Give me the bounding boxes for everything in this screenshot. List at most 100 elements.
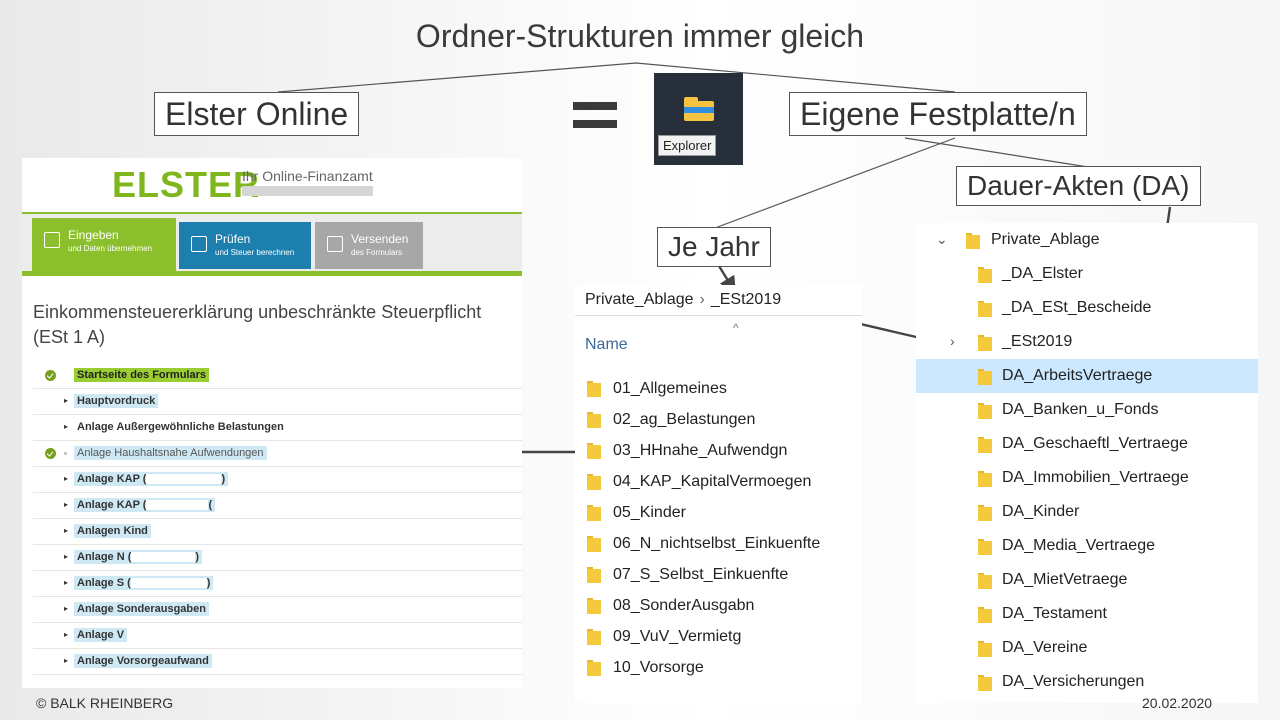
form-nav-item[interactable]: ▸ Anlage S () (33, 571, 522, 597)
form-nav-item[interactable]: ▸ Anlage KAP (( (33, 493, 522, 519)
form-nav-item[interactable]: ▸ Anlage V (33, 623, 522, 649)
folder-icon (978, 641, 992, 657)
chevron-down-icon[interactable]: ⌄ (936, 231, 948, 247)
tree-item[interactable]: DA_MietVetraege (916, 563, 1258, 597)
slide-title: Ordner-Strukturen immer gleich (415, 18, 865, 54)
folder-icon (978, 369, 992, 385)
expand-triangle-icon[interactable]: ▸ (64, 630, 69, 639)
redacted-bar (131, 552, 196, 563)
form-nav-item[interactable]: ▸ Anlage Vorsorgeaufwand (33, 649, 522, 675)
tree-item[interactable]: DA_Media_Vertraege (916, 529, 1258, 563)
tree-item-label: DA_Versicherungen (1002, 673, 1145, 690)
expand-triangle-icon[interactable]: ▸ (64, 500, 69, 509)
form-nav-item[interactable]: ▸ Anlage KAP () (33, 467, 522, 493)
tree-item[interactable]: DA_Kinder (916, 495, 1258, 529)
folder-name: 03_HHnahe_Aufwendgn (613, 442, 788, 459)
expand-triangle-icon[interactable]: ▸ (64, 526, 69, 535)
send-mail-icon (327, 236, 343, 252)
step-pruefen-button[interactable]: Prüfen und Steuer berechnen (179, 222, 311, 269)
tree-item[interactable]: DA_Testament (916, 597, 1258, 631)
folder-icon (587, 567, 601, 583)
folder-icon (587, 536, 601, 552)
expand-triangle-icon[interactable]: ▸ (64, 396, 69, 405)
redacted-bar (242, 186, 373, 196)
label-je-jahr: Je Jahr (657, 227, 771, 267)
form-nav-label[interactable]: Anlage N () (74, 550, 203, 564)
equals-sign (573, 102, 617, 138)
tree-item-label: _ESt2019 (1002, 333, 1073, 350)
tree-item[interactable]: › _ESt2019 (916, 325, 1258, 359)
form-nav-label[interactable]: Anlage Außergewöhnliche Belastungen (77, 421, 284, 433)
step-title: Prüfen (215, 232, 251, 246)
form-nav-label-text: Anlage N ( (77, 551, 132, 563)
folder-icon (587, 505, 601, 521)
form-nav-item[interactable]: ▸ Hauptvordruck (33, 389, 522, 415)
folder-icon (978, 573, 992, 589)
step-title: Eingeben (68, 228, 119, 242)
explorer-year-window: Private_Ablage›_ESt2019 ^ Name 01_Allgem… (575, 285, 862, 703)
tree-item-root[interactable]: ⌄ Private_Ablage (916, 223, 1258, 257)
expand-triangle-icon[interactable]: ▸ (64, 656, 69, 665)
folder-icon (978, 607, 992, 623)
form-nav-label[interactable]: Anlage KAP (( (74, 498, 216, 512)
form-nav-item[interactable]: ▸ Anlage Sonderausgaben (33, 597, 522, 623)
tree-item[interactable]: DA_Banken_u_Fonds (916, 393, 1258, 427)
column-header-name[interactable]: Name (585, 336, 628, 353)
form-nav-label-suffix: ) (206, 577, 211, 589)
form-nav-label[interactable]: Anlage KAP () (74, 472, 229, 486)
elster-panel: ELSTER Ihr Online-Finanzamt Eingeben und… (22, 158, 522, 688)
expand-triangle-icon[interactable]: ▸ (64, 578, 69, 587)
breadcrumb-item[interactable]: _ESt2019 (710, 291, 782, 308)
form-nav-label[interactable]: Anlage V (74, 628, 128, 642)
step-versenden-button[interactable]: Versenden des Formulars (315, 222, 423, 269)
check-icon (45, 448, 56, 459)
tree-item[interactable]: DA_Geschaeftl_Vertraege (916, 427, 1258, 461)
expand-triangle-icon[interactable]: ▸ (64, 604, 69, 613)
tree-item[interactable]: DA_Immobilien_Vertraege (916, 461, 1258, 495)
chevron-right-icon[interactable]: › (950, 333, 955, 349)
label-eigene-festplatte: Eigene Festplatte/n (789, 92, 1087, 137)
folder-icon (587, 598, 601, 614)
form-nav-item[interactable]: ▸ Anlagen Kind (33, 519, 522, 545)
chevron-right-icon[interactable]: › (699, 291, 705, 308)
form-nav-label[interactable]: Hauptvordruck (74, 394, 159, 408)
tree-item-label: Private_Ablage (991, 231, 1100, 248)
form-nav-label[interactable]: Anlage Haushaltsnahe Aufwendungen (74, 446, 267, 460)
tree-item[interactable]: _DA_ESt_Bescheide (916, 291, 1258, 325)
footer-date: 20.02.2020 (1142, 695, 1213, 711)
folder-icon (978, 301, 992, 317)
tree-item-label: DA_Vereine (1002, 639, 1088, 656)
folder-icon (587, 381, 601, 397)
footer-copyright: © BALK RHEINBERG (36, 695, 174, 711)
step-eingeben-button[interactable]: Eingeben und Daten übernehmen (32, 218, 176, 272)
form-nav-label[interactable]: Anlagen Kind (74, 524, 151, 538)
tree-item-label: DA_Banken_u_Fonds (1002, 401, 1159, 418)
tree-item[interactable]: _DA_Elster (916, 257, 1258, 291)
breadcrumb-item[interactable]: Private_Ablage (585, 291, 694, 308)
folder-icon (978, 403, 992, 419)
tree-item[interactable]: DA_Versicherungen (916, 665, 1258, 699)
form-nav-label[interactable]: Startseite des Formulars (74, 368, 209, 382)
tree-item[interactable]: DA_Vereine (916, 631, 1258, 665)
form-nav-label[interactable]: Anlage Sonderausgaben (74, 602, 209, 616)
folder-icon (978, 505, 992, 521)
sort-ascending-icon[interactable]: ^ (733, 321, 739, 335)
form-nav-item[interactable]: Anlage Haushaltsnahe Aufwendungen (33, 441, 522, 467)
folder-name: 10_Vorsorge (613, 659, 704, 676)
expand-triangle-icon[interactable]: ▸ (64, 474, 69, 483)
folder-icon (587, 629, 601, 645)
explorer-taskbar-button[interactable]: Explorer (654, 73, 743, 165)
redacted-bar (130, 578, 207, 589)
form-nav-label-suffix: ) (195, 551, 200, 563)
form-nav-item[interactable]: Startseite des Formulars (33, 363, 522, 389)
divider (575, 315, 862, 316)
form-nav-label[interactable]: Anlage Vorsorgeaufwand (74, 654, 212, 668)
form-nav-item[interactable]: ▸ Anlage Außergewöhnliche Belastungen (33, 415, 522, 441)
tree-item-selected[interactable]: DA_ArbeitsVertraege (916, 359, 1258, 393)
form-nav-label[interactable]: Anlage S () (74, 576, 214, 590)
form-nav-item[interactable]: ▸ Anlage N () (33, 545, 522, 571)
check-list-icon (191, 236, 207, 252)
expand-triangle-icon[interactable]: ▸ (64, 422, 69, 431)
breadcrumb: Private_Ablage › _ESt2019 (585, 291, 781, 309)
expand-triangle-icon[interactable]: ▸ (64, 552, 69, 561)
